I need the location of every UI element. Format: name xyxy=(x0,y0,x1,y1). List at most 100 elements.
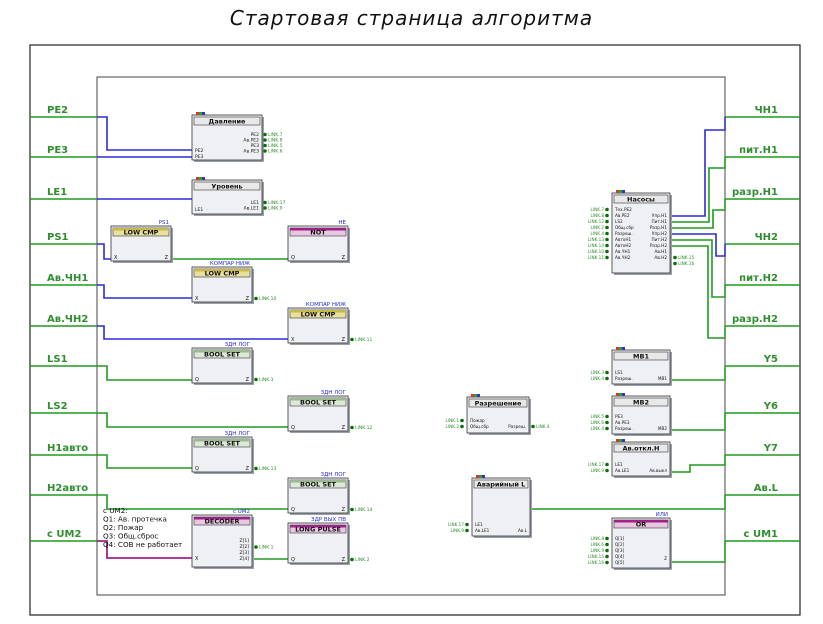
port-out: Z xyxy=(342,557,346,563)
flag-red-icon xyxy=(616,393,619,396)
output-label: Y5 xyxy=(763,354,778,365)
link-label: LINK.8 xyxy=(268,138,283,144)
legend-line: Q2: Пожар xyxy=(103,523,144,532)
flag-green-icon xyxy=(199,112,202,115)
flag-blue-icon xyxy=(622,347,625,350)
block-title: Разрешение xyxy=(475,400,522,408)
output-label: Ав.L xyxy=(754,483,779,494)
wire xyxy=(670,366,726,381)
port-in: LS1 xyxy=(615,370,623,375)
port-out: Z xyxy=(664,556,667,561)
link-dot xyxy=(263,143,267,148)
link-dot xyxy=(605,370,609,375)
block-or[interactable]: ORИЛИQ[1]LINK.8Q[2]LINK.6Q[3]LINK.9Q[4]L… xyxy=(588,512,672,570)
block-title: Аварийный L xyxy=(477,481,526,489)
link-dot xyxy=(605,420,609,425)
link-dot xyxy=(605,237,609,242)
port-out: Z xyxy=(342,337,346,343)
block-tag: ЗДР ВЫХ ПВ xyxy=(311,517,346,523)
input-label: PE2 xyxy=(47,105,68,116)
flag-red-icon xyxy=(471,394,474,397)
flag-green-icon xyxy=(619,347,622,350)
link-label: LINK.15 xyxy=(588,554,604,559)
flag-blue-icon xyxy=(482,475,485,478)
input-label: LS2 xyxy=(47,401,68,412)
wire xyxy=(670,199,726,229)
link-dot xyxy=(605,462,609,467)
block-stripe xyxy=(194,517,250,520)
wire xyxy=(670,117,726,217)
link-dot xyxy=(531,424,535,429)
link-label: LINK.1 xyxy=(446,418,460,423)
port-out: PE2 xyxy=(251,132,260,138)
link-label: LINK.17 xyxy=(448,522,464,527)
block-stripe xyxy=(290,480,346,483)
link-label: LINK.2 xyxy=(446,424,460,429)
port-out: Z[3] xyxy=(240,550,250,556)
link-label: LINK.6 xyxy=(268,149,283,155)
link-dot xyxy=(605,249,609,254)
flag-red-icon xyxy=(196,112,199,115)
flag-green-icon xyxy=(619,393,622,396)
block-title: MB2 xyxy=(633,399,649,407)
link-label: LINK.9 xyxy=(591,468,605,473)
port-out: Z[1] xyxy=(240,538,250,544)
block-header xyxy=(613,351,669,361)
port-out: Z xyxy=(342,255,346,261)
port-in: X xyxy=(195,556,199,562)
link-label: LINK.4 xyxy=(591,376,605,381)
port-in: LE1 xyxy=(615,462,623,467)
link-label: LINK.14 xyxy=(588,243,604,248)
port-in: PE3 xyxy=(615,414,623,419)
link-dot xyxy=(350,425,354,430)
link-dot xyxy=(254,377,258,382)
link-label: LINK.13 xyxy=(259,466,276,472)
input-label: LS1 xyxy=(47,354,68,365)
port-in: Q xyxy=(291,425,295,431)
link-dot xyxy=(263,138,267,142)
link-dot xyxy=(263,206,267,210)
block-header xyxy=(613,194,669,204)
block-title: Ав.откл.Н xyxy=(623,445,660,453)
port-in: X xyxy=(114,255,118,261)
wire xyxy=(97,284,192,299)
port-out: Z xyxy=(246,466,250,472)
block-title: LOW CMP xyxy=(124,229,159,237)
page-title: Стартовая страница алгоритма xyxy=(229,6,594,30)
wire xyxy=(97,454,192,469)
link-dot xyxy=(605,548,609,553)
flag-green-icon xyxy=(619,439,622,442)
link-dot xyxy=(254,296,258,301)
block-title: BOOL SET xyxy=(300,399,337,407)
output-label: Y6 xyxy=(763,401,778,412)
link-label: LINK.12 xyxy=(588,219,604,224)
wire xyxy=(530,495,726,510)
block-stripe xyxy=(113,228,169,231)
block-tag: ЗДН ЛОГ xyxy=(224,431,250,437)
block-nasosy[interactable]: НасосыТех.PE2LINK.7Ав.PE2LINK.8LS2LINK.1… xyxy=(588,190,695,275)
input-label: Ав.ЧН2 xyxy=(47,314,88,325)
link-dot xyxy=(460,424,464,429)
link-label: LINK.12 xyxy=(355,425,372,431)
output-label: разр.Н1 xyxy=(732,187,778,198)
block-title: LOW CMP xyxy=(205,270,240,278)
port-in: АвтоН1 xyxy=(615,237,631,242)
